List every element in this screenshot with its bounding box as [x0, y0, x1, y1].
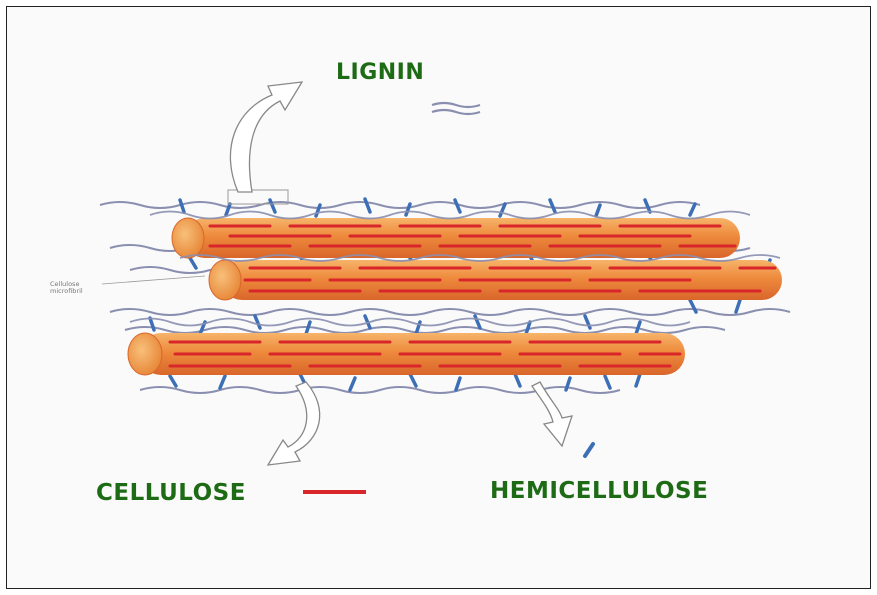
hemicellulose-label: HEMICELLULOSE	[490, 478, 708, 504]
lignin-label: LIGNIN	[336, 60, 424, 85]
microfibril-pointer	[102, 276, 205, 284]
cellulose-microfibril-1	[172, 218, 740, 258]
lignin-arrow-icon	[230, 82, 302, 192]
lignin-symbol	[432, 103, 480, 114]
microfibril-label-line2: microfibril	[50, 288, 83, 295]
hemicellulose-symbol	[585, 444, 593, 456]
cellulose-label: CELLULOSE	[96, 480, 246, 506]
cellulose-arrow-icon	[268, 382, 320, 465]
